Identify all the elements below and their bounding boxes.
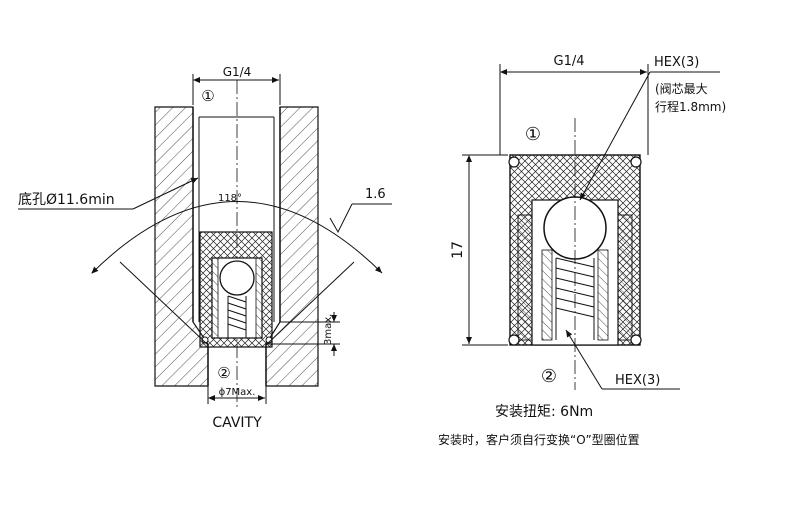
roughness-symbol: 1.6 bbox=[329, 187, 392, 234]
install-note: 安装时，客户须自行变换“O”型圈位置 bbox=[438, 432, 640, 447]
stroke-note-line2: 行程1.8mm) bbox=[655, 99, 726, 114]
right-port-2-label: ② bbox=[541, 366, 557, 387]
left-port-2-label: ② bbox=[217, 364, 230, 382]
right-section-view: G1/4 HEX(3) (阀芯最大 行程1.8mm) ① 17 ② HEX(3)… bbox=[438, 54, 726, 447]
hex-bottom-label: HEX(3) bbox=[615, 373, 660, 388]
bore-diameter-label: 底孔Ø11.6min bbox=[18, 192, 115, 208]
right-port-1-label: ① bbox=[525, 124, 541, 145]
left-port-1-label: ① bbox=[201, 87, 214, 105]
torque-label: 安装扭矩: 6Nm bbox=[495, 404, 593, 420]
roughness-label: 1.6 bbox=[365, 187, 386, 202]
cavity-label: CAVITY bbox=[212, 415, 262, 431]
stroke-note-line1: (阀芯最大 bbox=[655, 82, 708, 96]
angle-label: 118° bbox=[218, 193, 242, 204]
diameter-label: ϕ7Max. bbox=[219, 387, 256, 398]
height-label: 17 bbox=[450, 241, 466, 259]
left-valve-body bbox=[199, 231, 273, 348]
depth-label: 3max. bbox=[323, 314, 334, 345]
drill-angle-arc bbox=[91, 201, 383, 274]
left-section-view: G1/4 ① 118° 底孔Ø11.6min 1.6 3max. ② ϕ7Max… bbox=[18, 65, 392, 431]
hex-top-label: HEX(3) bbox=[654, 55, 699, 70]
right-thread-label: G1/4 bbox=[554, 54, 585, 69]
left-thread-label: G1/4 bbox=[223, 65, 252, 79]
